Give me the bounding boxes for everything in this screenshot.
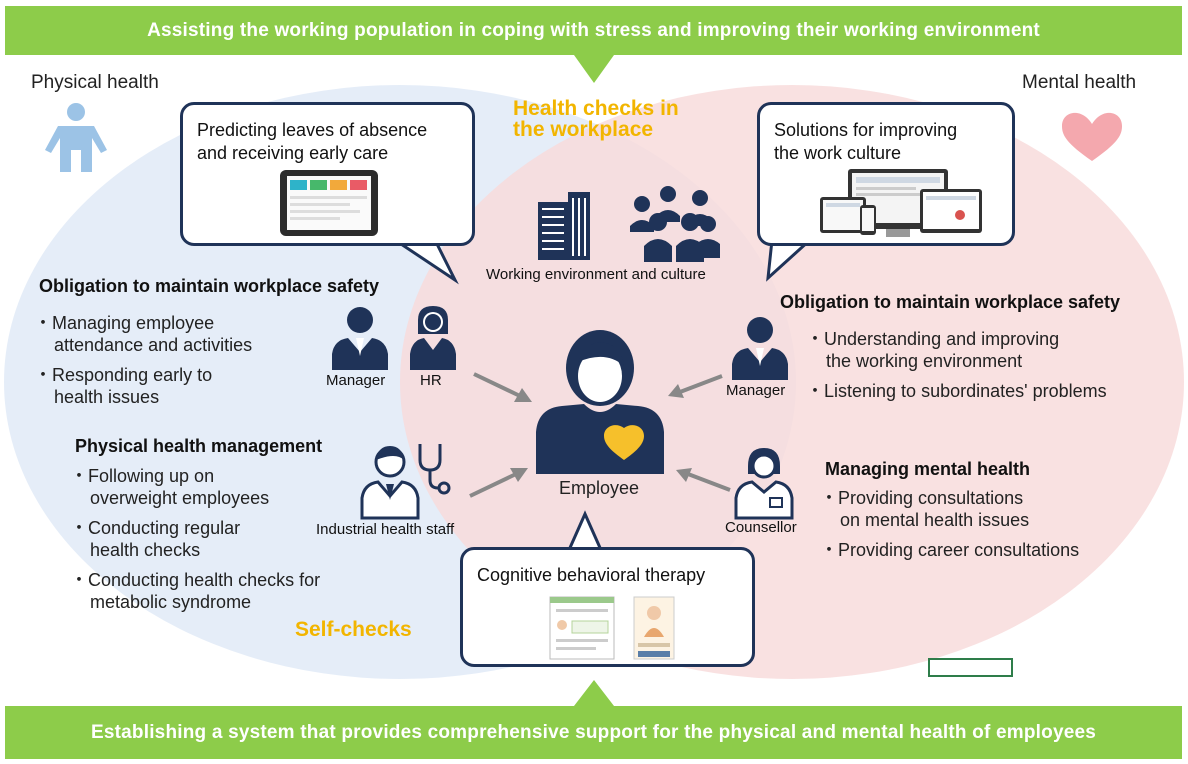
arrow-to-employee-upper-left — [473, 372, 532, 402]
physical-health-heading: Physical health management — [75, 436, 323, 456]
health-checks-label: Health checks in the workplace — [513, 98, 679, 140]
cbt-screenshots — [549, 596, 675, 660]
self-checks-label: Self-checks — [295, 618, 412, 641]
health-checks-line-1: Health checks in — [513, 97, 679, 120]
mental-health-heading: Managing mental health — [825, 459, 1031, 479]
list-item: Listening to subordinates' problems — [812, 380, 1107, 402]
arrow-to-employee-upper-right — [668, 374, 723, 398]
manager-left-icon — [332, 307, 388, 370]
list-item: Providing career consultations — [826, 539, 1079, 561]
left-obligation-heading: Obligation to maintain workplace safety — [39, 276, 380, 296]
arrow-to-employee-lower-left — [469, 468, 528, 498]
bottom-banner: Establishing a system that provides comp… — [5, 706, 1182, 759]
manager-right-icon — [732, 317, 788, 380]
bubble-predicting: Predicting leaves of absence and receivi… — [180, 102, 475, 246]
physical-health-label: Physical health — [31, 72, 159, 93]
heart-icon — [1062, 112, 1122, 161]
counsellor-icon — [734, 448, 794, 520]
bubble-solutions-line-2: the work culture — [774, 143, 902, 163]
devices-screenshot — [820, 169, 982, 237]
bubble-tail-cbt — [566, 510, 604, 554]
employee-icon — [536, 330, 664, 474]
bubble-solutions-text: Solutions for improving the work culture — [774, 119, 957, 165]
bubble-predicting-text: Predicting leaves of absence and receivi… — [197, 119, 427, 165]
group-icon — [630, 186, 720, 262]
employee-label: Employee — [559, 478, 640, 498]
bubble-tail-predicting — [390, 237, 459, 285]
tablet-screenshot — [280, 170, 378, 236]
top-banner-arrow — [574, 55, 614, 83]
top-banner: Assisting the working population in copi… — [5, 6, 1182, 55]
manager-right-label: Manager — [726, 382, 786, 399]
hr-icon — [410, 306, 456, 370]
bubble-predicting-line-1: Predicting leaves of absence — [197, 120, 428, 140]
bottom-banner-arrow — [574, 680, 614, 706]
health-checks-line-2: the workplace — [513, 118, 654, 141]
counsellor-label: Counsellor — [725, 519, 797, 536]
bubble-cbt-text: Cognitive behavioral therapy — [477, 565, 706, 585]
industrial-health-staff-icon — [360, 444, 451, 520]
bubble-tail-solutions — [766, 237, 814, 282]
arrow-to-employee-lower-right — [676, 468, 731, 492]
bubble-solutions: Solutions for improving the work culture — [757, 102, 1015, 246]
industrial-health-staff-label: Industrial health staff — [316, 521, 455, 538]
building-icon — [538, 192, 590, 260]
mental-health-label: Mental health — [1022, 72, 1137, 93]
bubble-predicting-line-2: and receiving early care — [197, 143, 389, 163]
selection-box — [928, 658, 1013, 677]
person-icon — [45, 103, 107, 172]
working-environment-label: Working environment and culture — [486, 266, 706, 283]
bubble-cbt: Cognitive behavioral therapy — [460, 547, 755, 667]
bubble-solutions-line-1: Solutions for improving — [774, 120, 958, 140]
stethoscope-icon — [418, 444, 451, 495]
right-obligation-heading: Obligation to maintain workplace safety — [780, 292, 1121, 312]
hr-label: HR — [420, 372, 442, 389]
manager-left-label: Manager — [326, 372, 386, 389]
